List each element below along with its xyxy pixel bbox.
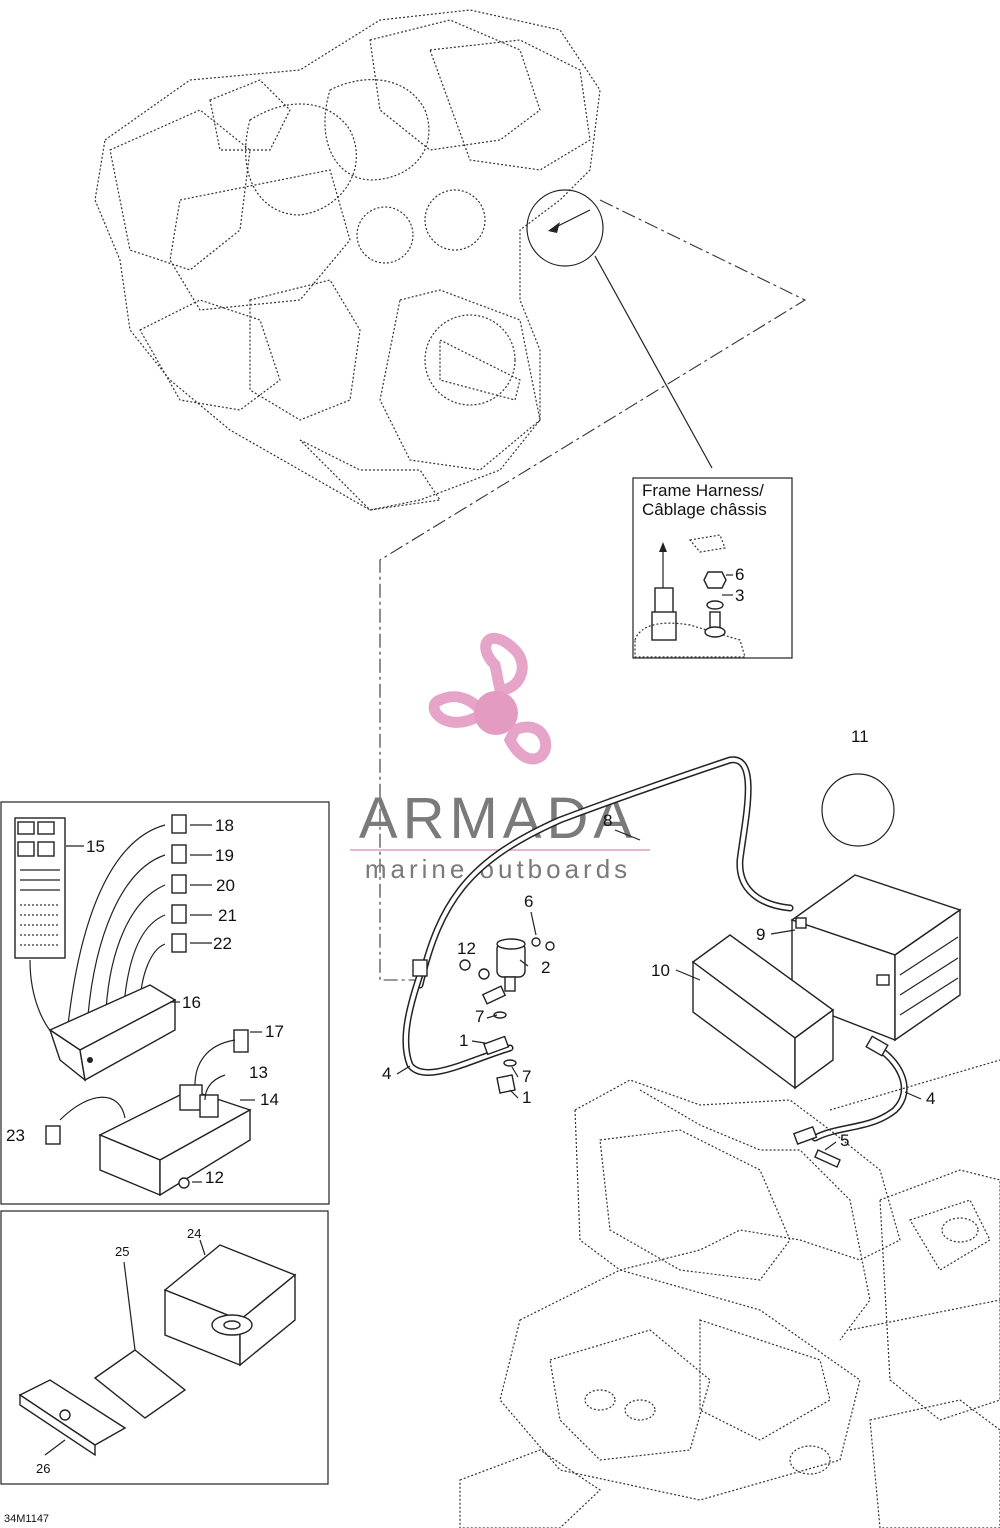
propeller-logo (428, 632, 552, 765)
callout-24: 24 (187, 1226, 201, 1241)
callout-26: 26 (36, 1461, 50, 1476)
callout-19: 19 (215, 846, 234, 865)
callout-22: 22 (213, 934, 232, 953)
reference-lines (379, 199, 807, 981)
callout-12-relay: 12 (457, 939, 476, 958)
callout-9: 9 (756, 925, 765, 944)
tray-panel (0, 1210, 329, 1485)
callout-5: 5 (840, 1131, 849, 1150)
inset-title-line1: Frame Harness/ (642, 481, 764, 500)
detail-magnifier (526, 189, 713, 469)
callout-leaders (396, 829, 922, 1151)
battery-assembly (402, 756, 962, 1168)
callout-18: 18 (215, 816, 234, 835)
callout-13: 13 (249, 1063, 268, 1082)
callout-labels: 11 8 6 9 12 2 10 7 1 4 7 1 4 5 15 18 19 … (6, 727, 935, 1476)
inset-title-line2: Câblage châssis (642, 500, 767, 519)
frame-harness-inset: Frame Harness/ Câblage châssis 6 3 (632, 477, 793, 659)
inset-callout-6: 6 (735, 565, 744, 584)
callout-1-lower: 1 (522, 1088, 531, 1107)
vehicle-frame-illustration (459, 1059, 1000, 1528)
callout-16: 16 (182, 993, 201, 1012)
callout-4-left: 4 (382, 1064, 391, 1083)
callout-12-fusebox: 12 (205, 1168, 224, 1187)
callout-6: 6 (524, 892, 533, 911)
callout-10: 10 (651, 961, 670, 980)
callout-7-lower: 7 (522, 1067, 531, 1086)
engine-illustration (94, 9, 601, 511)
armada-watermark: ARMADA marine outboards (350, 632, 650, 884)
callout-7-upper: 7 (475, 1007, 484, 1026)
drawing-code: 34M1147 (4, 1513, 49, 1525)
callout-21: 21 (218, 906, 237, 925)
callout-4-right: 4 (926, 1089, 935, 1108)
callout-25: 25 (115, 1244, 129, 1259)
inset-callout-3: 3 (735, 586, 744, 605)
callout-8: 8 (603, 811, 612, 830)
brand-name: ARMADA (359, 786, 637, 851)
callout-11: 11 (851, 727, 869, 746)
callout-15: 15 (86, 837, 105, 856)
callout-20: 20 (216, 876, 235, 895)
callout-17: 17 (265, 1022, 284, 1041)
callout-14: 14 (260, 1090, 279, 1109)
callout-23: 23 (6, 1126, 25, 1145)
fuse-box-panel (0, 801, 330, 1205)
callout-2: 2 (541, 958, 550, 977)
callout-1-upper: 1 (459, 1031, 468, 1050)
brand-tagline: marine outboards (365, 854, 631, 884)
